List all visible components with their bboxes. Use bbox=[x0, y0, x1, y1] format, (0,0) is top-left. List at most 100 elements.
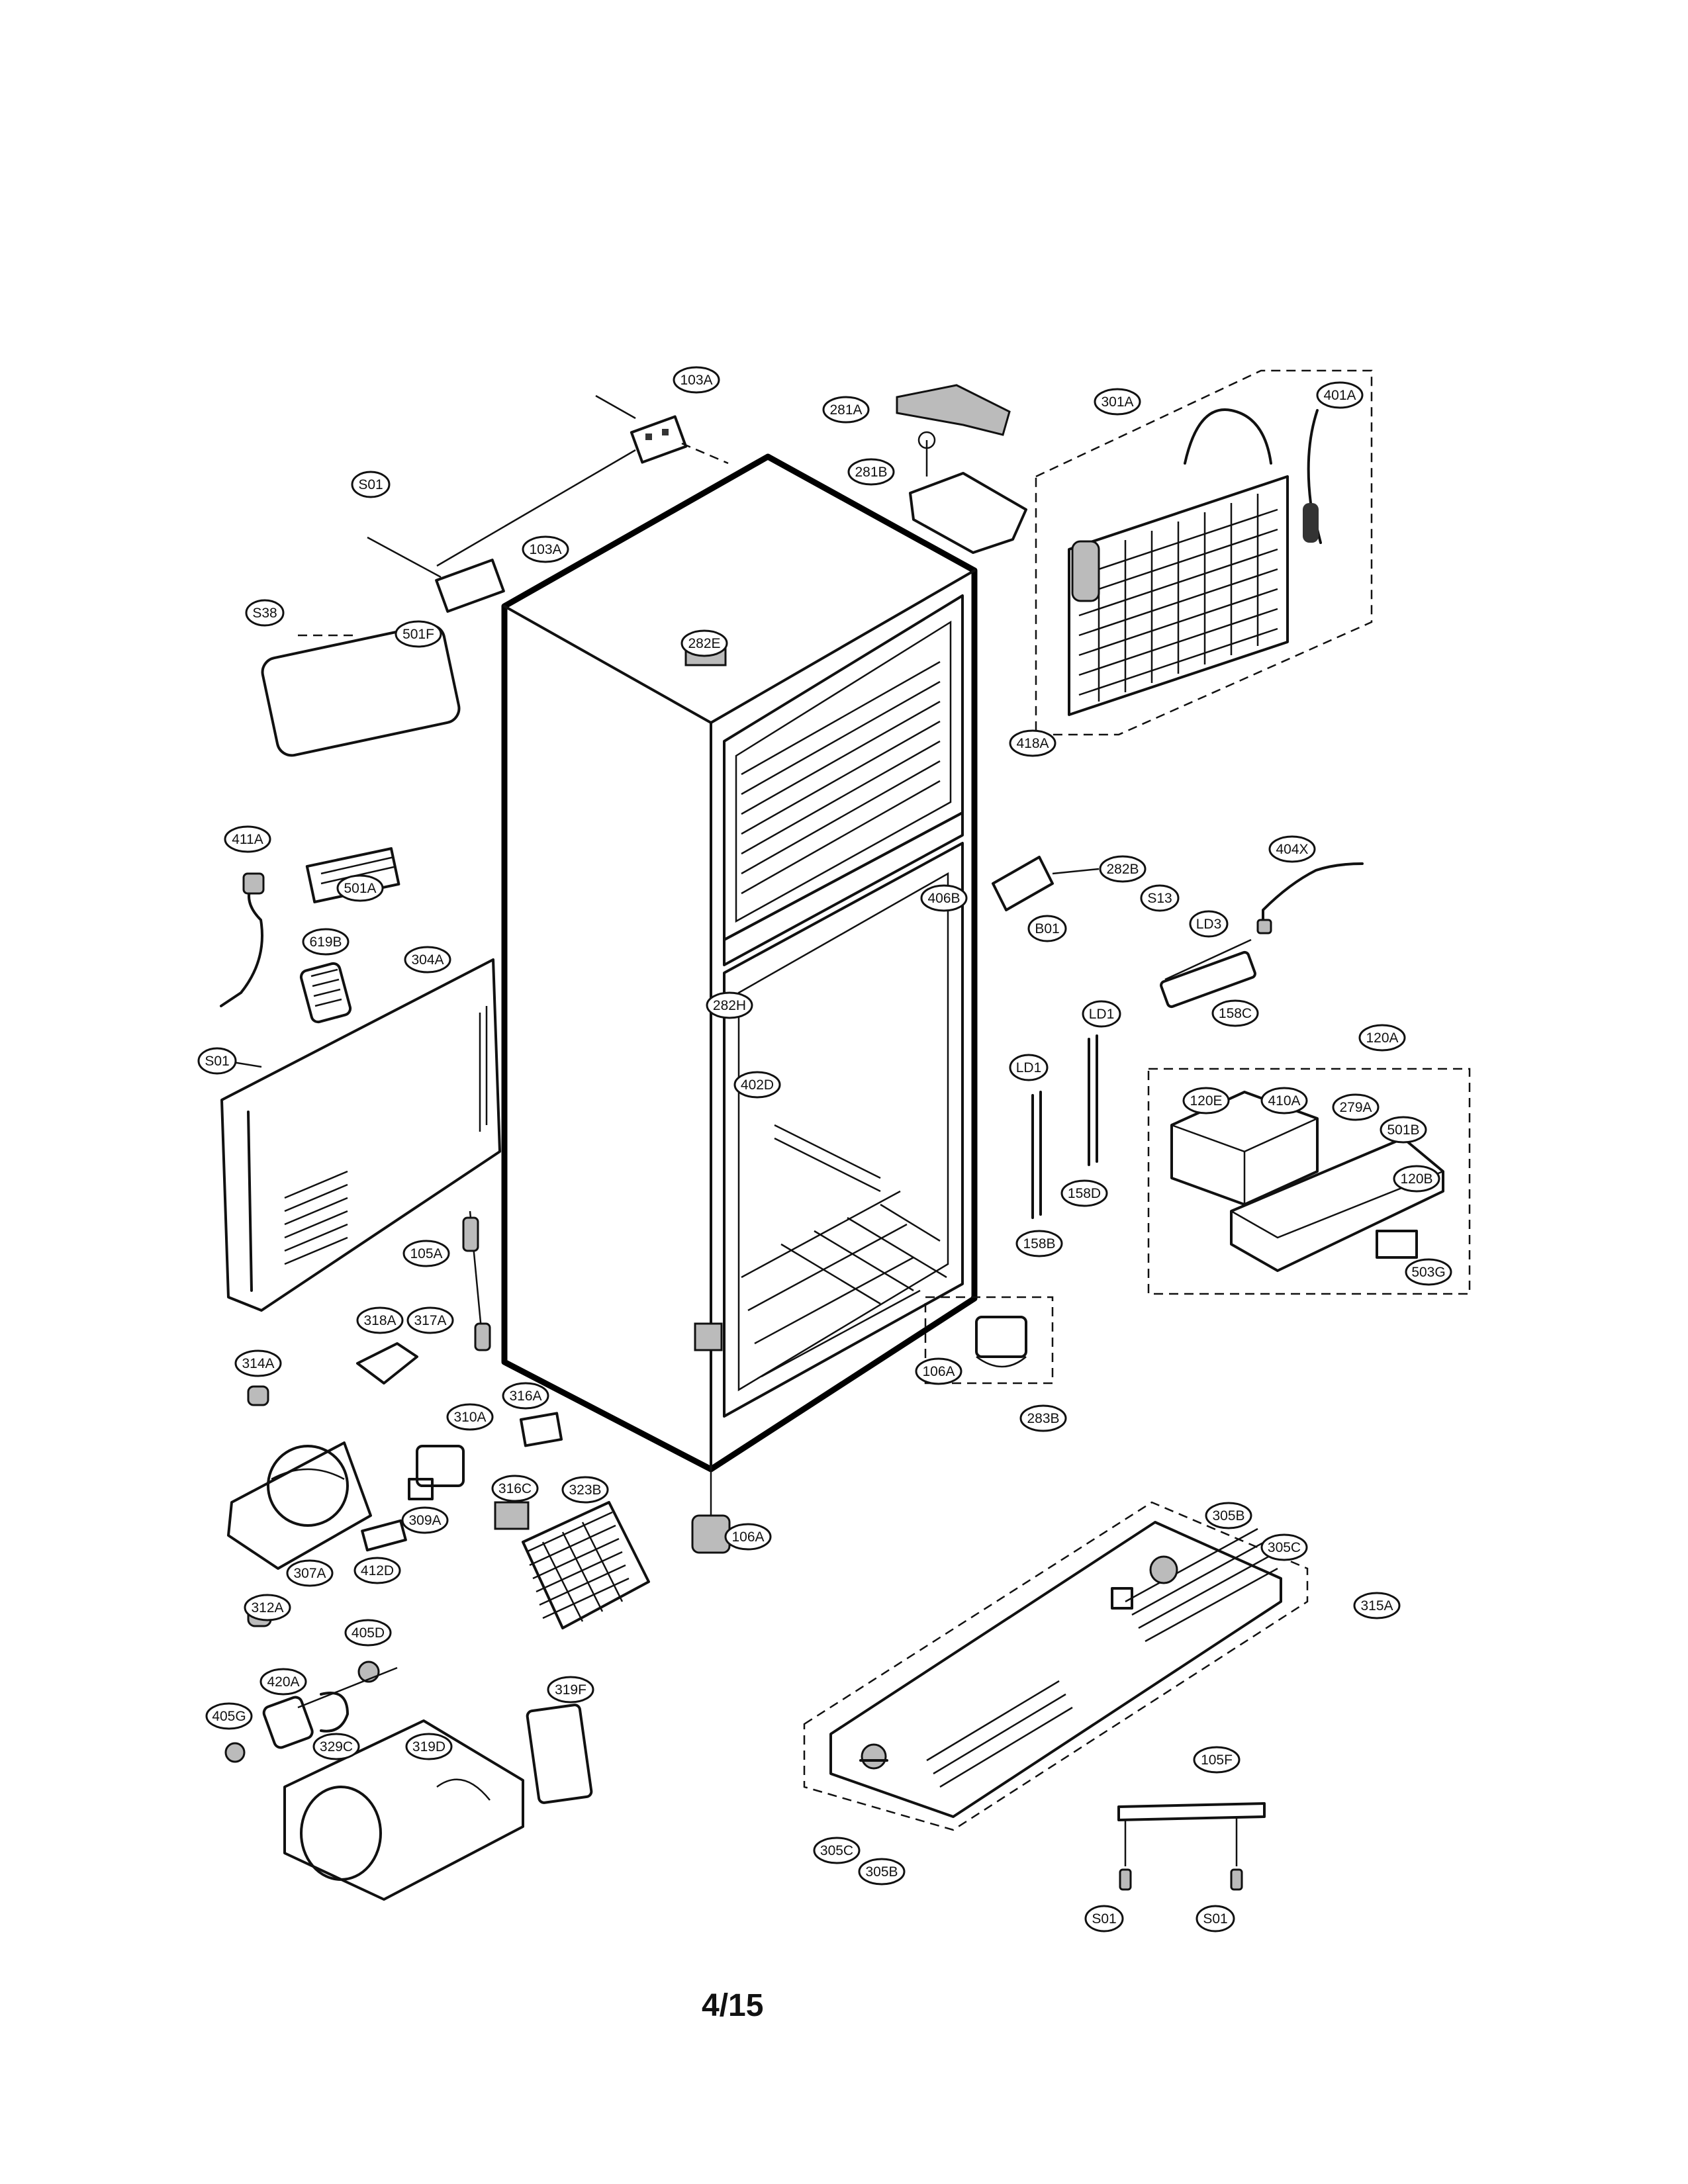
callout-bubble bbox=[395, 620, 442, 648]
page-number: 4/15 bbox=[702, 1988, 763, 2023]
callout-label: 503G bbox=[1411, 1265, 1445, 1280]
callout-label: 401A bbox=[1323, 388, 1356, 403]
part-callout: LD3 bbox=[1189, 910, 1229, 938]
callout-label: 319D bbox=[412, 1739, 445, 1754]
callout-bubble bbox=[1405, 1258, 1452, 1286]
part-callout: 305B bbox=[1205, 1502, 1252, 1529]
part-callout: 406B bbox=[920, 884, 968, 912]
part-callout: 317A bbox=[406, 1306, 454, 1334]
callout-bubble bbox=[234, 1349, 282, 1377]
callout-bubble bbox=[706, 991, 753, 1019]
callout-bubble bbox=[351, 471, 391, 498]
callout-label: 105F bbox=[1201, 1752, 1233, 1768]
callout-label: 418A bbox=[1016, 736, 1049, 751]
part-callout: S38 bbox=[245, 599, 285, 627]
callout-label: 279A bbox=[1339, 1100, 1372, 1115]
part-callout: LD1 bbox=[1009, 1054, 1049, 1081]
callout-bubble bbox=[1211, 999, 1259, 1027]
part-callout: 503G bbox=[1405, 1258, 1452, 1286]
part-callout: 158D bbox=[1060, 1179, 1108, 1207]
part-callout: 103A bbox=[522, 535, 569, 563]
callout-bubble bbox=[344, 1619, 392, 1647]
callout-bubble bbox=[1019, 1404, 1067, 1432]
callout-label: 312A bbox=[251, 1600, 283, 1615]
callout-label: 405D bbox=[352, 1625, 385, 1641]
callout-label: 329C bbox=[320, 1739, 353, 1754]
part-callout: 307A bbox=[286, 1559, 334, 1587]
part-callout: S01 bbox=[1196, 1905, 1235, 1933]
callout-bubble bbox=[724, 1523, 772, 1551]
part-callout: 323B bbox=[561, 1476, 609, 1504]
callout-bubble bbox=[1082, 1000, 1121, 1028]
part-callout: S01 bbox=[351, 471, 391, 498]
callout-bubble bbox=[920, 884, 968, 912]
condenser-fan-parts bbox=[224, 1661, 593, 1901]
callout-bubble bbox=[197, 1047, 237, 1075]
part-callout: 282E bbox=[680, 629, 728, 657]
callout-label: LD3 bbox=[1196, 917, 1222, 932]
callout-bubble bbox=[356, 1306, 404, 1334]
callout-bubble bbox=[813, 1837, 861, 1864]
callout-bubble bbox=[244, 1594, 291, 1621]
callout-label: 120A bbox=[1366, 1030, 1398, 1046]
callout-bubble bbox=[847, 458, 895, 486]
callout-bubble bbox=[336, 874, 384, 902]
part-callout: 402D bbox=[733, 1071, 781, 1099]
callout-label: S38 bbox=[252, 606, 277, 621]
part-callout: 418A bbox=[1009, 729, 1056, 757]
callout-bubble bbox=[1182, 1087, 1230, 1115]
callout-bubble bbox=[1393, 1165, 1440, 1193]
callout-label: 282B bbox=[1106, 862, 1139, 877]
top-hinge-parts bbox=[896, 384, 1027, 554]
callout-bubble bbox=[673, 366, 720, 394]
part-callout: 305C bbox=[1260, 1533, 1308, 1561]
part-callout: 106A bbox=[915, 1357, 962, 1385]
part-callout: 158B bbox=[1015, 1230, 1063, 1257]
part-callout: 120A bbox=[1358, 1024, 1406, 1052]
callout-label: 103A bbox=[529, 542, 561, 557]
callout-label: 106A bbox=[922, 1364, 955, 1379]
callout-label: 316A bbox=[509, 1388, 541, 1404]
part-callout: 314A bbox=[234, 1349, 282, 1377]
callout-label: 406B bbox=[927, 891, 960, 906]
machine-room-cover bbox=[220, 958, 501, 1312]
callout-label: 305B bbox=[865, 1864, 898, 1880]
callout-bubble bbox=[406, 1306, 454, 1334]
part-callout: 316A bbox=[502, 1382, 549, 1410]
callout-bubble bbox=[1140, 884, 1180, 912]
callout-label: 501A bbox=[344, 881, 376, 896]
callout-bubble bbox=[259, 1668, 307, 1696]
callout-bubble bbox=[401, 1506, 449, 1534]
callout-bubble bbox=[402, 1240, 450, 1267]
part-callout: 283B bbox=[1019, 1404, 1067, 1432]
part-callout: 305C bbox=[813, 1837, 861, 1864]
callout-label: 309A bbox=[408, 1513, 441, 1528]
callout-bubble bbox=[1084, 1905, 1124, 1933]
part-callout: 319D bbox=[405, 1733, 453, 1760]
callout-label: 283B bbox=[1027, 1411, 1059, 1426]
callout-bubble bbox=[1189, 910, 1229, 938]
part-callout: 411A bbox=[224, 825, 271, 853]
callout-bubble bbox=[302, 928, 350, 956]
callout-bubble bbox=[1205, 1502, 1252, 1529]
part-callout: 619B bbox=[302, 928, 350, 956]
callout-label: 282E bbox=[688, 636, 720, 651]
part-callout: 158C bbox=[1211, 999, 1259, 1027]
part-callout: 501F bbox=[395, 620, 442, 648]
callout-label: 318A bbox=[363, 1313, 396, 1328]
callout-bubble bbox=[1260, 1533, 1308, 1561]
part-callout: 319F bbox=[547, 1676, 594, 1704]
part-callout: 282B bbox=[1099, 855, 1147, 883]
callout-label: 501F bbox=[402, 627, 434, 642]
refrigerator-cabinet bbox=[501, 453, 978, 1554]
part-callout: S01 bbox=[197, 1047, 237, 1075]
part-callout: 103A bbox=[673, 366, 720, 394]
part-callout: 329C bbox=[312, 1733, 360, 1760]
callout-label: S01 bbox=[1092, 1911, 1116, 1927]
callout-bubble bbox=[522, 535, 569, 563]
callout-bubble bbox=[1015, 1230, 1063, 1257]
callout-bubble bbox=[491, 1475, 539, 1502]
part-callout: 405D bbox=[344, 1619, 392, 1647]
callout-label: 319F bbox=[555, 1682, 586, 1698]
callout-label: B01 bbox=[1035, 921, 1059, 936]
